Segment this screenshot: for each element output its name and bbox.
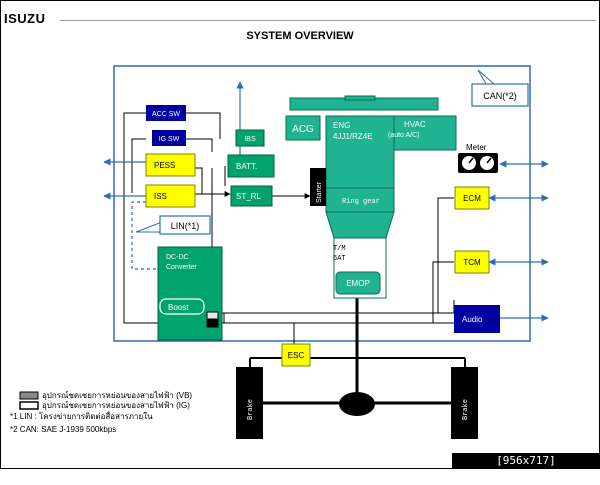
hvac-block — [393, 115, 457, 151]
legend-ig: อุปกรณ์ชดเชยการหย่อนของสายไฟฟ้า (IG) — [42, 400, 190, 410]
battery-block — [227, 154, 275, 178]
brake-right-label: Brake — [462, 399, 470, 420]
esc-block — [281, 343, 311, 367]
wire-compensator-ig — [206, 319, 219, 328]
legend-swatch-vb — [19, 391, 39, 400]
pess-block — [145, 153, 196, 177]
legend-note-lin: *1 LIN : โครงข่ายการติดต่อสื่อสารภายใน — [10, 410, 153, 421]
st-rl-block — [230, 185, 273, 207]
tcm-block — [454, 250, 490, 274]
tm-type: 6AT — [333, 255, 346, 263]
audio-block — [454, 305, 500, 333]
emop-block — [335, 271, 381, 295]
can-callout-tail — [477, 69, 496, 85]
header-rule — [60, 20, 596, 21]
hvac-label: HVAC — [404, 120, 426, 129]
audio-label: Audio — [462, 315, 483, 324]
starter-label: Starter — [316, 181, 323, 203]
iss-label: ISS — [154, 192, 167, 201]
differential — [339, 392, 375, 416]
acc-sw-label: ACC SW — [152, 111, 180, 118]
legend-swatch-ig — [19, 401, 39, 410]
legend-vb: อุปกรณ์ชดเชยการหย่อนของสายไฟฟ้า (VB) — [42, 390, 192, 400]
iss-block — [145, 184, 196, 208]
ecm-block — [454, 186, 490, 210]
can-callout — [471, 83, 529, 107]
ibs-label: IBS — [244, 136, 256, 143]
hvac-sub: (auto A/C) — [388, 132, 420, 139]
boost-block — [159, 298, 205, 315]
meter-label: Meter — [466, 143, 487, 152]
lin-callout-label: LIN(*1) — [171, 221, 200, 231]
ig-sw-block — [152, 130, 186, 146]
legend-note-can: *2 CAN: SAE J-1939 500kbps — [10, 425, 116, 434]
wire-compensator-vb — [206, 311, 219, 320]
emop-label: EMOP — [346, 279, 370, 288]
lin-callout-tail — [135, 221, 163, 233]
ring-gear-label: Ring gear — [342, 198, 380, 206]
tcm-label: TCM — [463, 258, 481, 267]
can-callout-label: CAN(*2) — [483, 91, 517, 101]
acg-label: ACG — [292, 124, 314, 135]
battery-label: BATT. — [236, 162, 257, 171]
tm-label: T/M — [333, 245, 346, 253]
engine-label: ENG — [333, 121, 350, 130]
watermark: [956x717] http://upic.me/ — [452, 453, 600, 483]
dcdc-label-line1: DC-DC — [166, 254, 189, 261]
boost-label: Boost — [168, 303, 189, 312]
ecm-label: ECM — [463, 194, 481, 203]
ibs-block — [235, 129, 265, 147]
isuzu-logo: ISUZU — [4, 11, 46, 26]
esc-label: ESC — [288, 351, 305, 360]
lin-callout — [159, 215, 211, 235]
acc-sw-block — [146, 105, 186, 121]
brake-right — [451, 367, 478, 439]
dcdc-label-line2: Converter — [166, 264, 197, 271]
lin-dashed-line — [131, 201, 160, 270]
engine-model: 4JJ1/RZ4E — [333, 132, 373, 141]
brake-left — [236, 367, 263, 439]
starter-block — [310, 168, 326, 206]
pess-label: PESS — [154, 161, 175, 170]
system-diagram: CAN(*2) LIN(*1) ACG ENG 4JJ1/RZ4E HVAC (… — [10, 65, 549, 439]
page-title: SYSTEM OVERVIEW — [246, 30, 354, 42]
st-rl-label: ST_RL — [236, 192, 261, 201]
can-bus-frame — [113, 65, 531, 342]
acg-block — [285, 115, 321, 141]
ring-gear-block — [325, 187, 395, 213]
ig-sw-label: IG SW — [159, 136, 180, 143]
brake-left-label: Brake — [247, 399, 255, 420]
